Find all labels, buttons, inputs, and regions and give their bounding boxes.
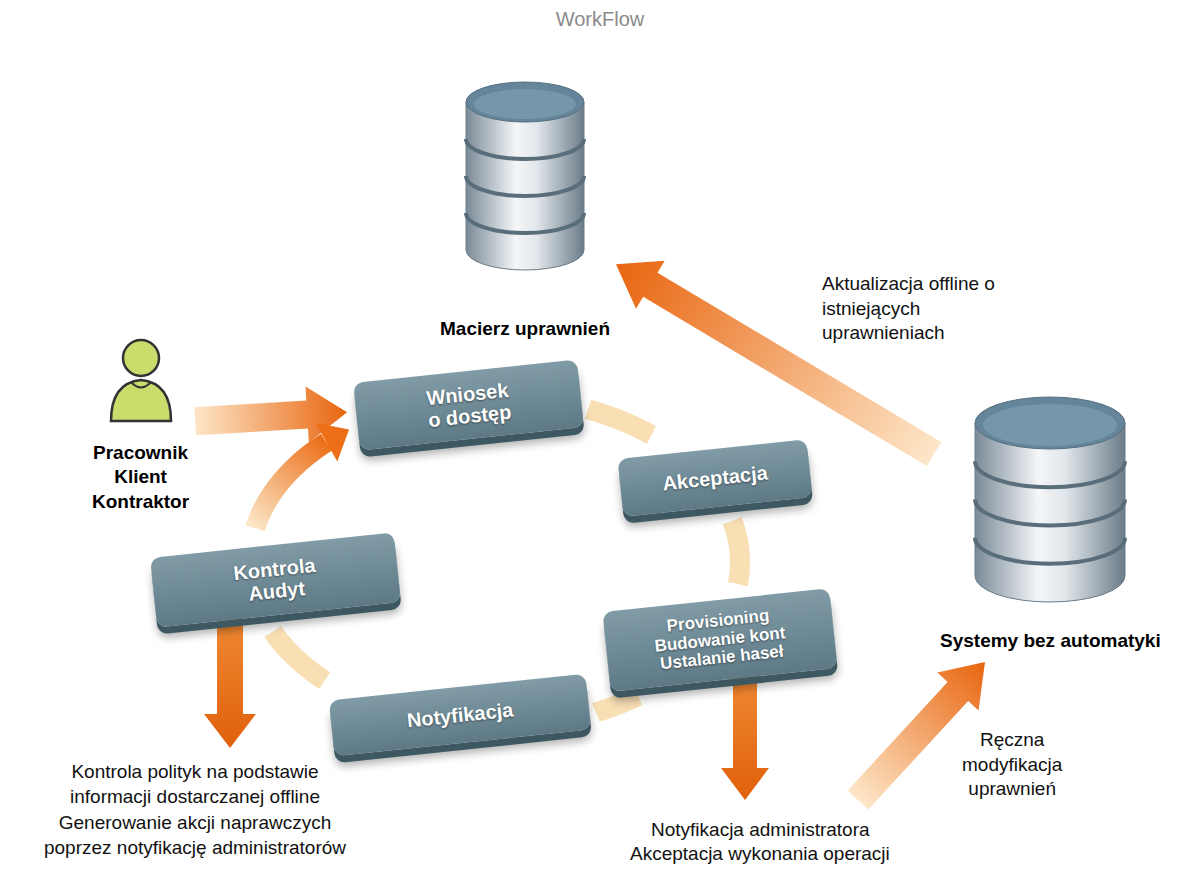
connector bbox=[255, 423, 349, 528]
node-heading: Systemy bez automatyki bbox=[940, 630, 1161, 652]
process-box: Wniosek o dostęp bbox=[353, 359, 584, 450]
annotation-text: Generowanie akcji naprawczych poprzez no… bbox=[5, 811, 385, 860]
actor-node: Pracownik Klient Kontraktor bbox=[92, 335, 189, 514]
node-label: Akceptacja bbox=[661, 462, 768, 495]
node-label: Notyfikacja bbox=[406, 698, 514, 731]
node-heading: Macierz uprawnień bbox=[440, 318, 610, 340]
database-node: Systemy bez automatyki bbox=[940, 395, 1161, 652]
cycle-arc bbox=[732, 521, 740, 584]
process-box: Provisioning Budowanie kont Ustalanie ha… bbox=[602, 588, 837, 691]
diagonal-arrow bbox=[848, 662, 985, 810]
database-cylinder bbox=[464, 80, 586, 272]
node-label: Wniosek o dostęp bbox=[420, 378, 516, 431]
process-box: Akceptacja bbox=[617, 439, 812, 517]
node-label: Pracownik Klient Kontraktor bbox=[92, 441, 189, 514]
diagram-title: WorkFlow bbox=[0, 8, 1200, 31]
cycle-arc bbox=[273, 632, 325, 681]
database-node: Macierz uprawnień bbox=[440, 80, 610, 340]
connector bbox=[273, 632, 325, 681]
connector bbox=[596, 696, 638, 713]
database-cylinder bbox=[973, 395, 1127, 604]
cycle-arc bbox=[596, 696, 638, 713]
annotation-text: Kontrola polityk na podstawie informacji… bbox=[5, 760, 385, 809]
connector bbox=[732, 521, 740, 584]
down-arrow bbox=[721, 670, 769, 800]
person-icon bbox=[105, 335, 177, 423]
node-label: Provisioning Budowanie kont Ustalanie ha… bbox=[632, 603, 809, 677]
down-arrow bbox=[204, 615, 256, 748]
connector bbox=[588, 409, 652, 435]
annotation-text: Akceptacja wykonania operacji bbox=[630, 842, 890, 867]
annotation-text: Ręczna modyfikacja uprawnień bbox=[962, 728, 1062, 802]
edge-label: Aktualizacja offline o istniejących upra… bbox=[822, 272, 1022, 346]
arrow-head bbox=[316, 423, 350, 461]
process-box: Kontrola Audyt bbox=[150, 532, 401, 627]
cycle-arc bbox=[588, 409, 652, 435]
process-box: Notyfikacja bbox=[329, 674, 591, 757]
cycle-arc bbox=[255, 442, 326, 528]
decorative-arrows bbox=[204, 615, 985, 810]
annotation-text: Notyfikacja administratora bbox=[651, 818, 870, 843]
node-label: Kontrola Audyt bbox=[232, 554, 318, 606]
